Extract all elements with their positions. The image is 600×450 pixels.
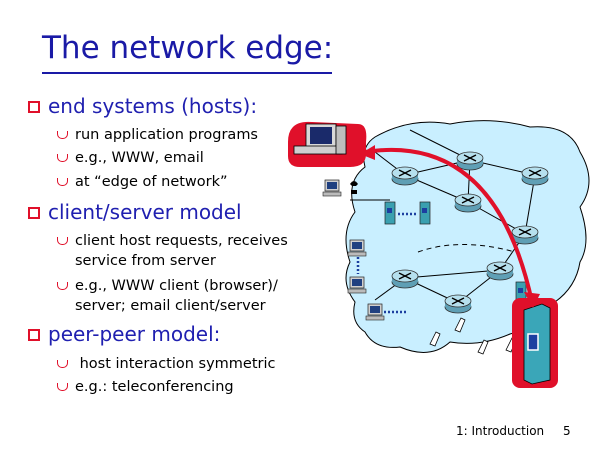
page-number: 5 xyxy=(563,424,571,438)
client-host-computer-icon xyxy=(288,121,367,167)
router-icon xyxy=(521,166,549,186)
sub-bullet-icon xyxy=(57,154,68,162)
bullet-end-systems: end systems (hosts): xyxy=(28,94,258,118)
server-icon xyxy=(419,201,431,225)
square-bullet-icon xyxy=(28,101,40,113)
sub-bullet-continuation: service from server xyxy=(75,251,216,271)
router-icon xyxy=(454,193,482,213)
router-icon xyxy=(391,166,419,186)
square-bullet-icon xyxy=(28,207,40,219)
server-icon xyxy=(384,201,396,225)
sub-bullet-text: e.g.: teleconferencing xyxy=(75,379,234,395)
router-icon xyxy=(444,294,472,314)
bullet-text: client/server model xyxy=(48,200,242,224)
sub-bullet-text: e.g., WWW, email xyxy=(75,150,204,166)
sub-bullet-text: e.g., WWW client (browser)/ xyxy=(75,278,278,294)
computer-icon xyxy=(322,179,342,197)
sub-bullet: host interaction symmetric xyxy=(57,354,276,374)
router-icon xyxy=(511,225,539,245)
sub-bullet-text: run application programs xyxy=(75,127,258,143)
sub-bullet-icon xyxy=(57,360,68,368)
server-host-icon xyxy=(512,298,558,388)
sub-bullet-icon xyxy=(57,131,68,139)
router-icon xyxy=(486,261,514,281)
sub-bullet: run application programs xyxy=(57,125,258,145)
sub-bullet: e.g.: teleconferencing xyxy=(57,377,234,397)
sub-bullet-text: server; email client/server xyxy=(75,298,266,314)
sub-bullet-continuation: server; email client/server xyxy=(75,296,266,316)
bullet-text: end systems (hosts): xyxy=(48,94,258,118)
sub-bullet: e.g., WWW client (browser)/ xyxy=(57,276,278,296)
client-server-arrow xyxy=(364,147,534,303)
square-bullet-icon xyxy=(28,329,40,341)
router-icon xyxy=(391,269,419,289)
sub-bullet-icon xyxy=(57,383,68,391)
sub-bullet: e.g., WWW, email xyxy=(57,148,204,168)
sub-bullet-text: host interaction symmetric xyxy=(75,356,276,372)
sub-bullet-icon xyxy=(57,237,68,245)
sub-bullet-icon xyxy=(57,282,68,290)
bullet-peer-peer: peer-peer model: xyxy=(28,322,221,346)
bullet-text: peer-peer model: xyxy=(48,322,221,346)
sub-bullet-text: at “edge of network” xyxy=(75,174,228,190)
computer-icon xyxy=(347,276,367,294)
footer-label: 1: Introduction xyxy=(456,424,545,438)
router-icon xyxy=(456,151,484,171)
sub-bullet-text: client host requests, receives xyxy=(75,233,288,249)
sub-bullet-icon xyxy=(57,178,68,186)
slide-title: The network edge: xyxy=(42,30,334,66)
computer-icon xyxy=(365,303,385,321)
title-underline xyxy=(42,72,332,74)
sub-bullet-text: service from server xyxy=(75,253,216,269)
sub-bullet: at “edge of network” xyxy=(57,172,228,192)
network-diagram xyxy=(288,120,590,388)
computer-icon xyxy=(347,239,367,257)
bullet-client-server: client/server model xyxy=(28,200,242,224)
sub-bullet: client host requests, receives xyxy=(57,231,288,251)
